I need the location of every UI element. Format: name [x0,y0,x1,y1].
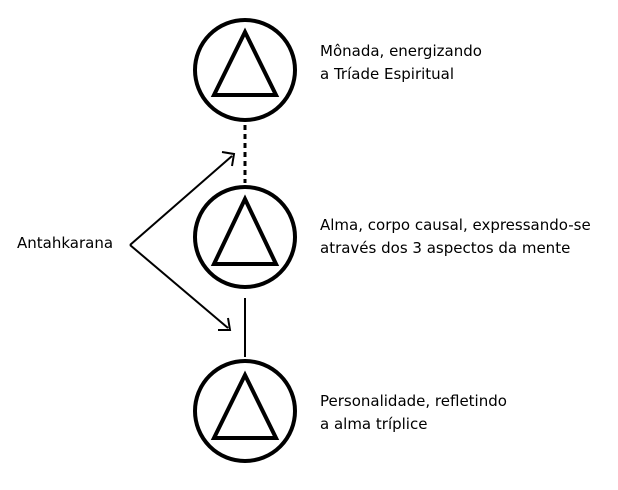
personality-label-line1: Personalidade, refletindo [320,392,507,410]
monad-label-line1: Mônada, energizando [320,42,482,60]
antahkarana-arrows [129,151,236,331]
monad-label: Mônada, energizando a Tríade Espiritual [320,40,482,86]
antahkarana-label: Antahkarana [17,232,113,255]
soul-label: Alma, corpo causal, expressando-se atrav… [320,214,591,260]
upper-arrow-head [221,151,236,167]
monad-symbol [193,18,297,122]
soul-triangle [210,194,280,266]
monad-triangle [210,27,280,97]
personality-triangle [210,370,280,440]
soul-label-line2: através dos 3 aspectos da mente [320,239,571,257]
soul-symbol [193,185,297,289]
soul-label-line1: Alma, corpo causal, expressando-se [320,216,591,234]
monad-circle [193,18,297,122]
personality-label-line2: a alma tríplice [320,415,428,433]
personality-symbol [193,359,297,463]
personality-circle [193,359,297,463]
monad-label-line2: a Tríade Espiritual [320,65,455,83]
lower-arrow-head [218,317,232,331]
antahkarana-text: Antahkarana [17,234,114,252]
soul-circle [193,185,297,289]
lower-arrow-line [129,244,229,329]
personality-label: Personalidade, refletindo a alma tríplic… [320,390,507,436]
upper-arrow-line [129,155,233,246]
